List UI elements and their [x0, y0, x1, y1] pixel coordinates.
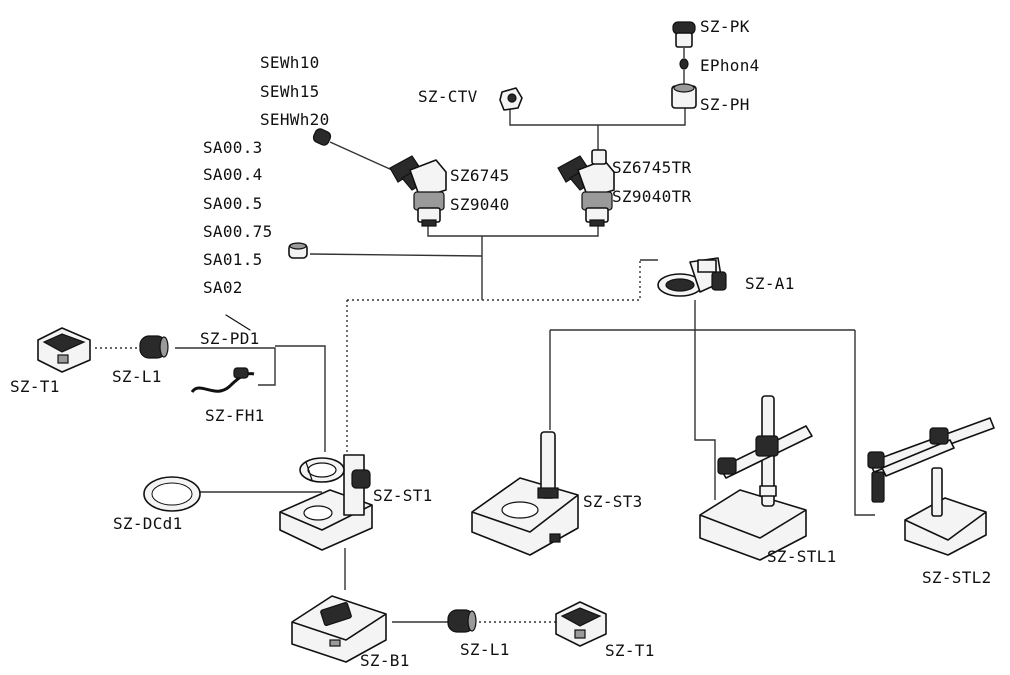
sz-fh1-illustration [190, 367, 255, 394]
ephon4-illustration [679, 58, 689, 70]
eyepiece-illustration [312, 128, 332, 146]
label-sz-t1-bottom: SZ-T1 [605, 641, 655, 660]
sz-pd1-illustration [225, 314, 251, 331]
sz-l1-left-illustration [139, 335, 169, 359]
label-sa015: SA01.5 [203, 250, 263, 269]
label-sz6745tr: SZ6745TR [612, 158, 692, 177]
label-sz9040: SZ9040 [450, 195, 510, 214]
label-sa0075: SA00.75 [203, 222, 273, 241]
label-sz-pk: SZ-PK [700, 17, 750, 36]
label-sz-stl2: SZ-STL2 [922, 568, 992, 587]
label-sz-b1: SZ-B1 [360, 651, 410, 670]
label-sa004: SA00.4 [203, 165, 263, 184]
sz-st3-illustration [471, 431, 579, 556]
label-sz-st3: SZ-ST3 [583, 492, 643, 511]
sz6745tr-head-illustration [557, 149, 615, 227]
label-sa003: SA00.3 [203, 138, 263, 157]
connection-lines [95, 48, 875, 623]
sz-l1-bottom-illustration [447, 609, 477, 633]
sz-t1-bottom-illustration [555, 601, 607, 647]
label-sz-st1: SZ-ST1 [373, 486, 433, 505]
sz-ph-illustration [671, 83, 697, 109]
label-sz6745: SZ6745 [450, 166, 510, 185]
sz-t1-left-illustration [37, 327, 91, 373]
sz-a1-illustration [657, 257, 727, 297]
label-sz-dcd1: SZ-DCd1 [113, 514, 183, 533]
label-sz-ctv: SZ-CTV [418, 87, 478, 106]
label-sz-l1-left: SZ-L1 [112, 367, 162, 386]
sz-b1-illustration [291, 595, 387, 663]
label-sz9040tr: SZ9040TR [612, 187, 692, 206]
label-sz-ph: SZ-PH [700, 95, 750, 114]
sz-ctv-illustration [499, 87, 523, 111]
label-sz-fh1: SZ-FH1 [205, 406, 265, 425]
label-sa02: SA02 [203, 278, 243, 297]
label-sz-stl1: SZ-STL1 [767, 547, 837, 566]
label-sz-a1: SZ-A1 [745, 274, 795, 293]
label-sz-pd1: SZ-PD1 [200, 329, 260, 348]
label-sz-t1-left: SZ-T1 [10, 377, 60, 396]
label-sewh15: SEWh15 [260, 82, 320, 101]
auxiliary-lens-illustration [288, 242, 308, 259]
label-sewh10: SEWh10 [260, 53, 320, 72]
sz-pk-illustration [672, 21, 696, 48]
sz-dcd1-illustration [143, 476, 201, 512]
sz6745-head-illustration [389, 155, 447, 227]
label-sa005: SA00.5 [203, 194, 263, 213]
label-sehwh20: SEHWh20 [260, 110, 330, 129]
label-ephon4: EPhon4 [700, 56, 760, 75]
sz-st1-illustration [279, 454, 373, 551]
sz-stl2-illustration [867, 417, 995, 556]
sz-stl1-illustration [699, 395, 813, 561]
label-sz-l1-bottom: SZ-L1 [460, 640, 510, 659]
